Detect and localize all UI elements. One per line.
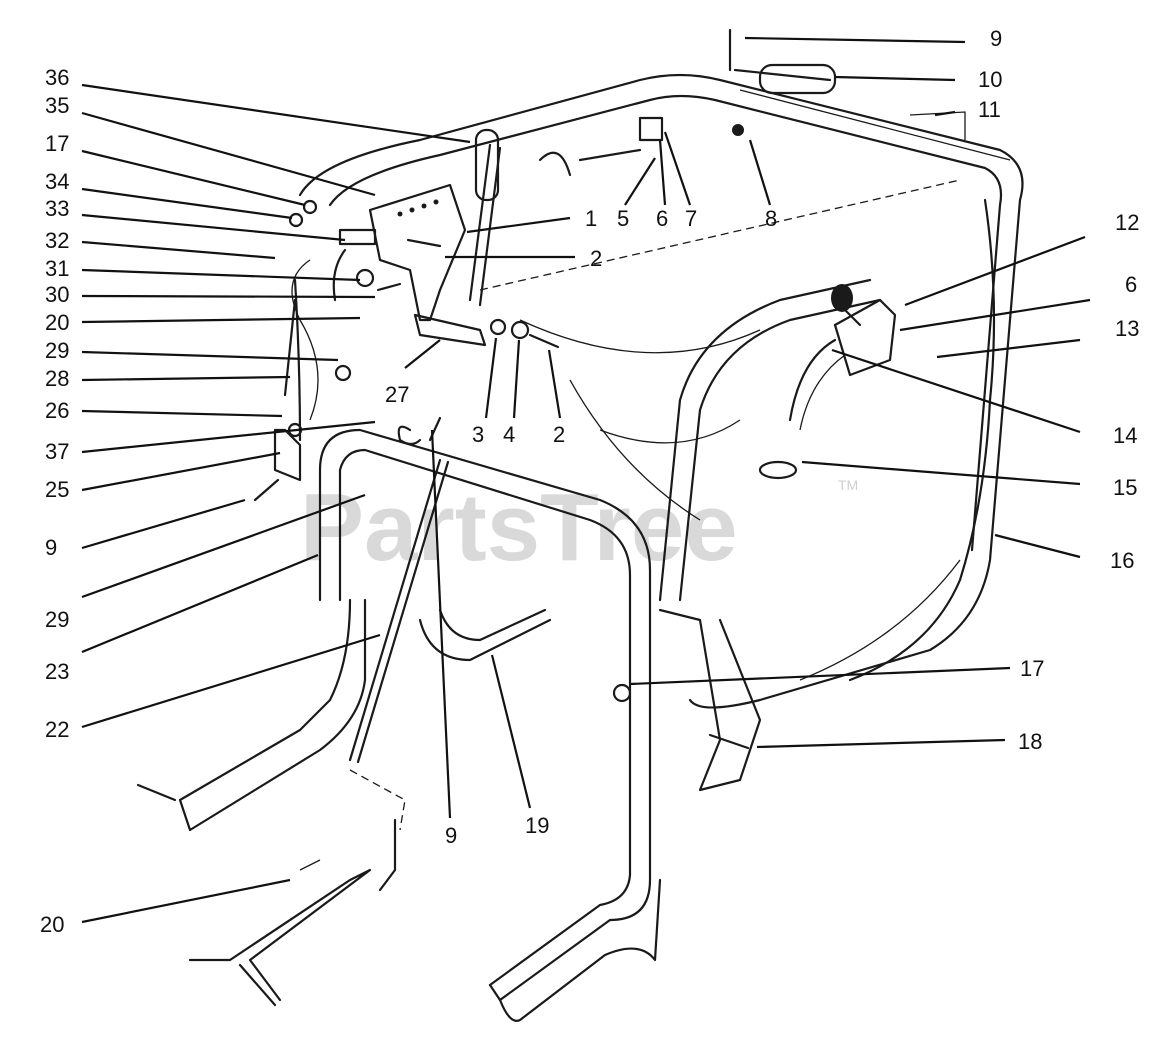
callout-16: 16 [1110,548,1134,573]
callout-30: 30 [45,282,69,307]
callout-1: 1 [585,206,597,231]
callout-11: 11 [978,97,1001,122]
callout-5: 5 [617,206,629,231]
bag-assembly [298,73,1024,709]
control-bracket-left [273,183,487,482]
callout-34: 34 [45,169,69,194]
callout-9-top: 9 [990,26,1002,51]
washer-34 [288,212,304,228]
callout-3: 3 [472,422,484,447]
callout-6-right: 6 [1125,272,1137,297]
callout-28: 28 [45,366,69,391]
nut-29 [334,364,352,382]
callout-17: 17 [45,131,69,156]
handle-grip-right [758,63,837,95]
callout-4: 4 [503,422,515,447]
callout-29: 29 [45,338,69,363]
callout-20-lower: 20 [40,912,64,937]
callout-33: 33 [45,196,69,221]
callout-26: 26 [45,398,69,423]
callout-2-lower: 2 [553,422,565,447]
callout-27: 27 [385,382,409,407]
callout-14: 14 [1113,423,1137,448]
callout-22: 22 [45,717,69,742]
handle-grip [474,128,500,202]
callout-9: 9 [45,535,57,560]
nut-17 [302,199,318,215]
callout-37: 37 [45,439,69,464]
bolt-2-upper [406,238,442,248]
leader-lines [81,36,1091,924]
upper-handle [468,28,837,307]
nut-8 [732,124,744,136]
callout-8: 8 [765,206,777,231]
callout-23: 23 [45,659,69,684]
clip-15 [758,460,798,480]
callout-35: 35 [45,93,69,118]
callout-12: 12 [1115,210,1139,235]
callout-19: 19 [525,813,549,838]
watermark-trademark: TM [838,477,858,493]
callout-25: 25 [45,477,69,502]
callout-31: 31 [45,256,69,281]
clip-hook [397,425,422,446]
callout-7: 7 [685,206,697,231]
callout-18: 18 [1018,729,1042,754]
bolt-9 [253,478,280,502]
callout-29-lower: 29 [45,607,69,632]
washer-4 [510,320,530,340]
callout-10: 10 [978,67,1002,92]
clip-6 [638,116,664,142]
callout-labels: 36 35 17 34 33 32 31 30 20 29 28 26 37 2… [40,26,1139,937]
spring-30 [376,282,402,292]
spacer-3 [489,318,507,336]
bolt-2 [528,333,560,349]
handle-frame [178,278,882,1022]
callout-13: 13 [1115,316,1139,341]
callout-2: 2 [590,246,602,271]
control-bracket-right [758,284,897,480]
control-knob [831,284,853,312]
hardware [136,116,750,802]
bolt-18 [708,733,750,750]
nut-17-lower [612,683,632,703]
bolt-33 [338,228,377,246]
callout-15: 15 [1113,475,1137,500]
callout-36: 36 [45,65,69,90]
callout-32: 32 [45,228,69,253]
callout-17-right: 17 [1020,656,1044,681]
lower-linkage [188,458,450,1007]
bolt-lower-left [136,783,177,802]
callout-6: 6 [656,206,668,231]
nut-31 [355,268,375,288]
callout-9-lower: 9 [445,823,457,848]
callout-20: 20 [45,310,69,335]
